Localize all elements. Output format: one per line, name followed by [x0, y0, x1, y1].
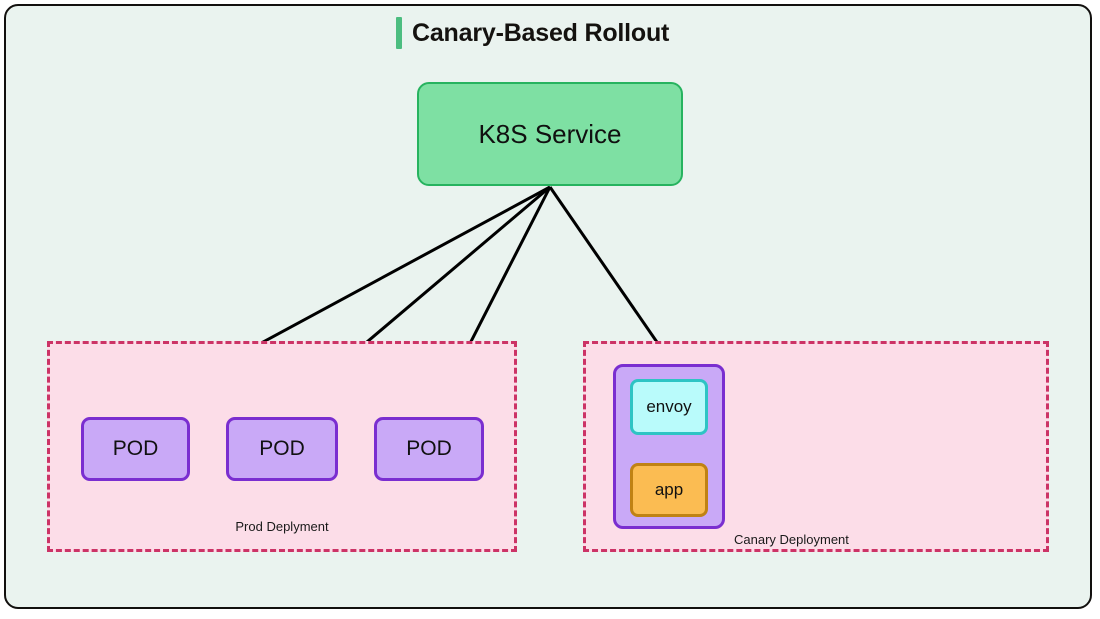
pod-node-label: POD	[406, 437, 452, 460]
container-node-envoy[interactable]: envoy	[630, 379, 708, 435]
title-text: Canary-Based Rollout	[412, 18, 670, 47]
deployment-group-canary-label: Canary Deployment	[734, 532, 849, 547]
pod-node-prod-3[interactable]: POD	[374, 417, 484, 481]
pod-node-label: POD	[112, 437, 159, 460]
page-title: Canary-Based Rollout	[396, 14, 669, 52]
pod-node-label: POD	[259, 437, 305, 460]
container-node-label: envoy	[646, 397, 692, 416]
pod-node-prod-1[interactable]: POD	[81, 417, 190, 481]
pod-node-prod-2[interactable]: POD	[226, 417, 338, 481]
service-node-k8s-service[interactable]: K8S Service	[417, 82, 683, 186]
deployment-group-prod-label: Prod Deplyment	[235, 519, 329, 534]
container-node-label: app	[654, 480, 684, 499]
title-accent-bar	[396, 17, 402, 49]
container-node-app[interactable]: app	[630, 463, 708, 517]
pod-node-canary[interactable]: envoy app	[613, 364, 725, 529]
service-node-label: K8S Service	[478, 118, 622, 149]
